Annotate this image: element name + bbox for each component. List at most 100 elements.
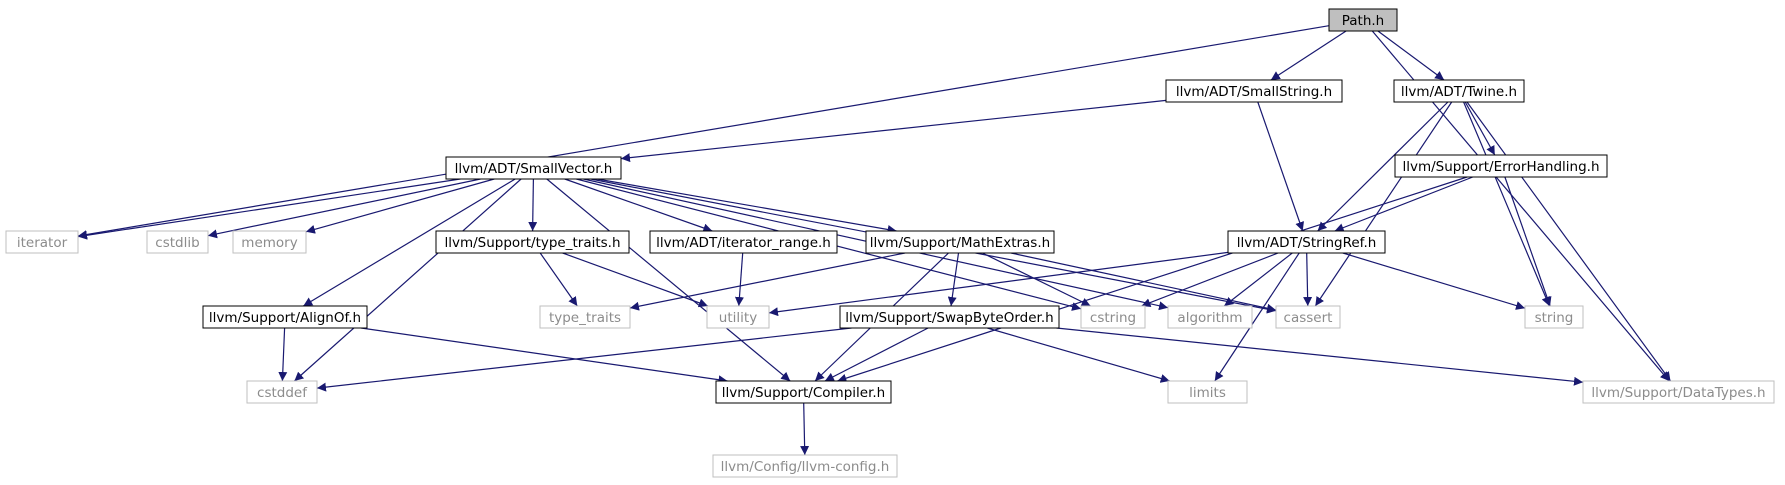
edge-smallvector_h-to-cstdlib xyxy=(207,178,481,239)
edge-twine_h-to-stringref_h xyxy=(1317,101,1449,232)
node-box xyxy=(1167,380,1248,404)
node-iterator-range-h[interactable]: llvm/ADT/iterator_range.h xyxy=(649,230,838,254)
node-label: llvm/Support/Compiler.h xyxy=(722,385,885,401)
edge-compiler_h-to-llvm_config_h xyxy=(800,402,810,456)
edge-stringref_h-to-algorithm xyxy=(1223,252,1293,307)
edge-swapbyteorder_h-to-datatypes_h xyxy=(1056,327,1584,386)
node-llvm-config-h: llvm/Config/llvm-config.h xyxy=(712,454,898,478)
edge-mathextras_h-to-cstring xyxy=(982,252,1091,307)
edge-path_h-to-iterator xyxy=(77,25,1330,239)
node-box xyxy=(1394,154,1608,178)
edge-mathextras_h-to-swapbyteorder_h xyxy=(947,252,960,307)
node-box xyxy=(5,230,79,254)
node-path-h: Path.h xyxy=(1328,8,1398,32)
node-label: cstddef xyxy=(257,385,308,401)
node-cstddef: cstddef xyxy=(246,380,318,404)
edge-swapbyteorder_h-to-compiler_h xyxy=(824,327,929,382)
node-box xyxy=(1165,79,1343,103)
node-compiler-h[interactable]: llvm/Support/Compiler.h xyxy=(715,380,892,404)
node-label: llvm/Support/AlignOf.h xyxy=(209,310,361,326)
node-cstdlib: cstdlib xyxy=(146,230,209,254)
edge-smallvector_h-to-compiler_h xyxy=(546,178,791,382)
node-box xyxy=(1080,305,1146,329)
node-label: llvm/Config/llvm-config.h xyxy=(721,459,890,475)
edge-alignof_h-to-compiler_h xyxy=(360,327,728,385)
node-string: string xyxy=(1524,305,1584,329)
node-limits: limits xyxy=(1167,380,1248,404)
node-box xyxy=(435,230,630,254)
edge-smallvector_h-to-alignof_h xyxy=(302,178,516,307)
node-box xyxy=(246,380,318,404)
edge-stringref_h-to-utility xyxy=(768,251,1229,317)
node-box xyxy=(839,305,1060,329)
node-label: string xyxy=(1535,310,1574,326)
edge-twine_h-to-datatypes_h xyxy=(1466,101,1671,382)
node-label: llvm/ADT/iterator_range.h xyxy=(656,235,831,251)
node-label: cassert xyxy=(1284,310,1333,326)
edge-mathextras_h-to-type_traits xyxy=(629,252,906,311)
node-box xyxy=(1328,8,1398,32)
node-mathextras-h[interactable]: llvm/Support/MathExtras.h xyxy=(865,230,1055,254)
edge-smallstring_h-to-stringref_h xyxy=(1257,101,1304,232)
node-box xyxy=(865,230,1055,254)
node-box xyxy=(649,230,838,254)
node-label: cstring xyxy=(1090,310,1136,326)
edge-smallvector_h-to-mathextras_h xyxy=(596,178,897,234)
node-box xyxy=(712,454,898,478)
node-label: llvm/ADT/SmallVector.h xyxy=(455,161,613,177)
edge-smallvector_h-to-memory xyxy=(305,178,495,234)
edge-smallvector_h-to-iterator xyxy=(77,178,461,240)
node-label: llvm/ADT/Twine.h xyxy=(1401,84,1517,100)
node-box xyxy=(146,230,209,254)
edge-swapbyteorder_h-to-limits xyxy=(987,327,1170,383)
node-label: llvm/Support/DataTypes.h xyxy=(1591,385,1765,401)
node-label: iterator xyxy=(17,235,68,251)
edge-errorhandling_h-to-stringref_h xyxy=(1334,176,1474,232)
nodes-layer: Path.h llvm/ADT/SmallString.h llvm/ADT/Twi… xyxy=(5,8,1775,478)
node-type-traits: type_traits xyxy=(539,305,631,329)
node-cassert: cassert xyxy=(1275,305,1341,329)
edge-twine_h-to-string xyxy=(1463,101,1551,307)
node-twine-h[interactable]: llvm/ADT/Twine.h xyxy=(1393,79,1525,103)
node-label: llvm/Support/MathExtras.h xyxy=(870,235,1050,251)
node-box xyxy=(1167,305,1253,329)
node-label: type_traits xyxy=(549,310,621,326)
node-smallvector-h[interactable]: llvm/ADT/SmallVector.h xyxy=(445,156,622,180)
edge-type_traits_h-to-type_traits xyxy=(539,252,578,307)
node-cstring: cstring xyxy=(1080,305,1146,329)
node-box xyxy=(1582,380,1775,404)
node-label: utility xyxy=(719,310,757,326)
node-box xyxy=(1524,305,1584,329)
node-memory: memory xyxy=(232,230,307,254)
node-stringref-h[interactable]: llvm/ADT/StringRef.h xyxy=(1227,230,1386,254)
node-box xyxy=(232,230,307,254)
node-label: llvm/Support/type_traits.h xyxy=(444,235,620,251)
node-smallstring-h[interactable]: llvm/ADT/SmallString.h xyxy=(1165,79,1343,103)
edge-errorhandling_h-to-compiler_h xyxy=(837,176,1468,383)
node-label: algorithm xyxy=(1177,310,1242,326)
node-errorhandling-h[interactable]: llvm/Support/ErrorHandling.h xyxy=(1394,154,1608,178)
edge-path_h-to-twine_h xyxy=(1377,30,1445,81)
node-datatypes-h: llvm/Support/DataTypes.h xyxy=(1582,380,1775,404)
node-label: memory xyxy=(241,235,297,251)
edge-errorhandling_h-to-string xyxy=(1504,176,1552,307)
node-label: Path.h xyxy=(1342,13,1385,29)
node-box xyxy=(706,305,770,329)
node-box xyxy=(202,305,368,329)
node-swapbyteorder-h[interactable]: llvm/Support/SwapByteOrder.h xyxy=(839,305,1060,329)
node-box xyxy=(1275,305,1341,329)
edge-smallvector_h-to-iterator_range_h xyxy=(564,178,713,233)
node-label: limits xyxy=(1189,385,1226,401)
edge-stringref_h-to-cassert xyxy=(1303,252,1313,307)
node-type-traits-h[interactable]: llvm/Support/type_traits.h xyxy=(435,230,630,254)
edge-twine_h-to-errorhandling_h xyxy=(1464,101,1496,156)
edge-stringref_h-to-string xyxy=(1342,252,1526,310)
edge-iterator_range_h-to-utility xyxy=(734,252,744,307)
node-alignof-h[interactable]: llvm/Support/AlignOf.h xyxy=(202,305,368,329)
edge-smallvector_h-to-type_traits_h xyxy=(528,178,538,232)
node-box xyxy=(539,305,631,329)
edge-swapbyteorder_h-to-cstddef xyxy=(316,327,852,392)
edge-stringref_h-to-cstring xyxy=(1141,252,1279,307)
node-box xyxy=(445,156,622,180)
